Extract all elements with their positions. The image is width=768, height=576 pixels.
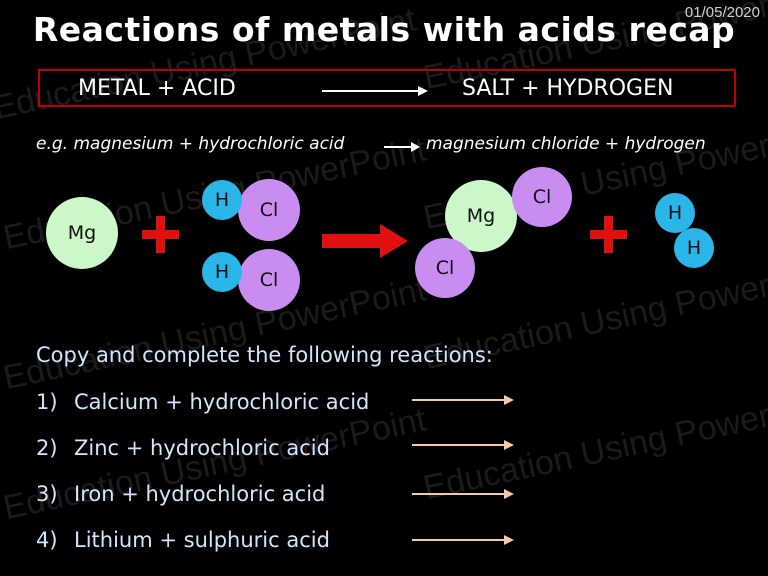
hydrogen-atom: H xyxy=(655,193,695,233)
equation-products: SALT + HYDROGEN xyxy=(462,76,674,101)
chlorine-atom: Cl xyxy=(512,167,572,227)
example-arrow xyxy=(384,142,420,152)
item-number: 1) xyxy=(36,390,58,414)
task-prompt: Copy and complete the following reaction… xyxy=(36,343,493,367)
plus-sign xyxy=(142,216,179,253)
reaction-item: 4) Lithium + sulphuric acid xyxy=(36,528,330,552)
item-number: 3) xyxy=(36,482,58,506)
hydrogen-atom: H xyxy=(674,228,714,268)
hydrogen-atom: H xyxy=(202,180,242,220)
chlorine-atom: Cl xyxy=(238,179,300,241)
item-number: 2) xyxy=(36,436,58,460)
plus-sign xyxy=(590,216,627,253)
word-equation-box xyxy=(38,69,736,107)
magnesium-atom: Mg xyxy=(46,197,118,269)
reaction-arrow xyxy=(322,224,408,258)
watermark: Education Using PowerPoint xyxy=(0,400,430,528)
item-number: 4) xyxy=(36,528,58,552)
answer-arrow xyxy=(412,489,514,499)
item-text: Lithium + sulphuric acid xyxy=(74,528,330,552)
equation-reactants: METAL + ACID xyxy=(78,76,236,101)
chlorine-atom: Cl xyxy=(238,249,300,311)
reaction-item: 3) Iron + hydrochloric acid xyxy=(36,482,325,506)
equation-arrow xyxy=(322,86,428,96)
answer-arrow xyxy=(412,395,514,405)
chlorine-atom: Cl xyxy=(415,238,475,298)
item-text: Zinc + hydrochloric acid xyxy=(74,436,330,460)
reaction-item: 1) Calcium + hydrochloric acid xyxy=(36,390,369,414)
hydrogen-atom: H xyxy=(202,252,242,292)
item-text: Iron + hydrochloric acid xyxy=(74,482,326,506)
example-products: magnesium chloride + hydrogen xyxy=(426,134,706,154)
slide-title: Reactions of metals with acids recap xyxy=(32,10,736,49)
answer-arrow xyxy=(412,440,514,450)
slide-date: 01/05/2020 xyxy=(684,4,760,21)
reaction-item: 2) Zinc + hydrochloric acid xyxy=(36,436,330,460)
answer-arrow xyxy=(412,535,514,545)
example-reactants: e.g. magnesium + hydrochloric acid xyxy=(36,134,345,154)
item-text: Calcium + hydrochloric acid xyxy=(74,390,370,414)
